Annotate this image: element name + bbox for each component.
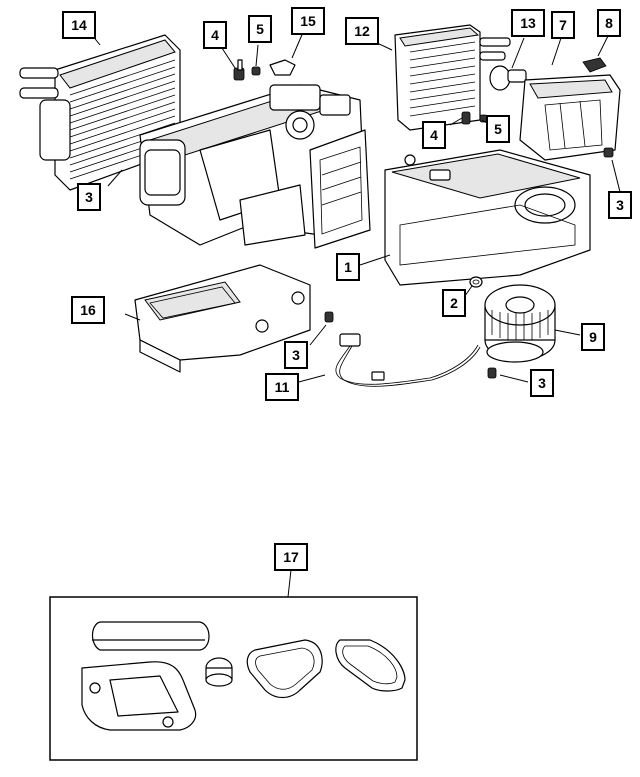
evaporator-core-part: [394, 24, 511, 131]
wire-harness-part: [335, 333, 481, 387]
svg-text:16: 16: [80, 302, 96, 318]
callout-15: 15: [291, 7, 325, 35]
callout-12: 12: [345, 17, 379, 45]
svg-text:5: 5: [256, 21, 264, 37]
small-fastener-parts-left: [233, 59, 296, 81]
callout-4-upper: 4: [203, 21, 227, 49]
svg-text:3: 3: [292, 347, 300, 363]
floor-duct-part: [134, 264, 311, 373]
heater-core-part: [19, 34, 181, 191]
svg-text:15: 15: [300, 13, 316, 29]
callout-1: 1: [336, 253, 360, 281]
clip-part: [582, 57, 607, 73]
svg-text:3: 3: [538, 375, 546, 391]
callout-17: 17: [274, 543, 308, 571]
svg-text:5: 5: [494, 121, 502, 137]
callout-7: 7: [551, 11, 575, 39]
screw-part-lower-right: [487, 367, 497, 379]
callout-2: 2: [442, 289, 466, 317]
screw-part-center: [324, 311, 334, 323]
svg-text:14: 14: [71, 17, 87, 33]
svg-text:1: 1: [344, 259, 352, 275]
sensor-part: [489, 65, 527, 91]
callout-3-bottom: 3: [530, 369, 554, 397]
svg-text:13: 13: [520, 15, 536, 31]
seal-kit-gaskets: [81, 621, 406, 731]
callout-16: 16: [71, 296, 105, 324]
callout-13: 13: [511, 9, 545, 37]
hvac-housing-upper-part: [139, 84, 371, 249]
svg-text:4: 4: [211, 27, 219, 43]
grommet-part: [469, 276, 483, 288]
svg-text:2: 2: [450, 295, 458, 311]
svg-text:4: 4: [430, 127, 438, 143]
svg-text:17: 17: [283, 549, 299, 565]
callout-9: 9: [581, 323, 605, 351]
svg-text:11: 11: [275, 379, 290, 395]
svg-text:8: 8: [605, 15, 613, 31]
callout-5-upper: 5: [248, 15, 272, 43]
seal-kit-frame: [49, 596, 418, 761]
hvac-housing-lower-part: [384, 149, 591, 286]
callout-8: 8: [597, 9, 621, 37]
callout-5-lower: 5: [486, 115, 510, 143]
callout-14: 14: [62, 11, 96, 39]
callout-3-left: 3: [77, 183, 101, 211]
distribution-housing-part: [519, 74, 621, 161]
callout-11: 11: [265, 373, 299, 401]
svg-text:7: 7: [559, 17, 567, 33]
svg-text:12: 12: [354, 23, 370, 39]
callout-3-right: 3: [608, 191, 632, 219]
blower-motor-part: [484, 284, 556, 363]
svg-text:3: 3: [616, 197, 624, 213]
callout-4-lower: 4: [422, 121, 446, 149]
svg-text:3: 3: [85, 189, 93, 205]
callout-3-center: 3: [284, 341, 308, 369]
small-fastener-parts-right: [461, 111, 488, 125]
svg-text:9: 9: [589, 329, 597, 345]
